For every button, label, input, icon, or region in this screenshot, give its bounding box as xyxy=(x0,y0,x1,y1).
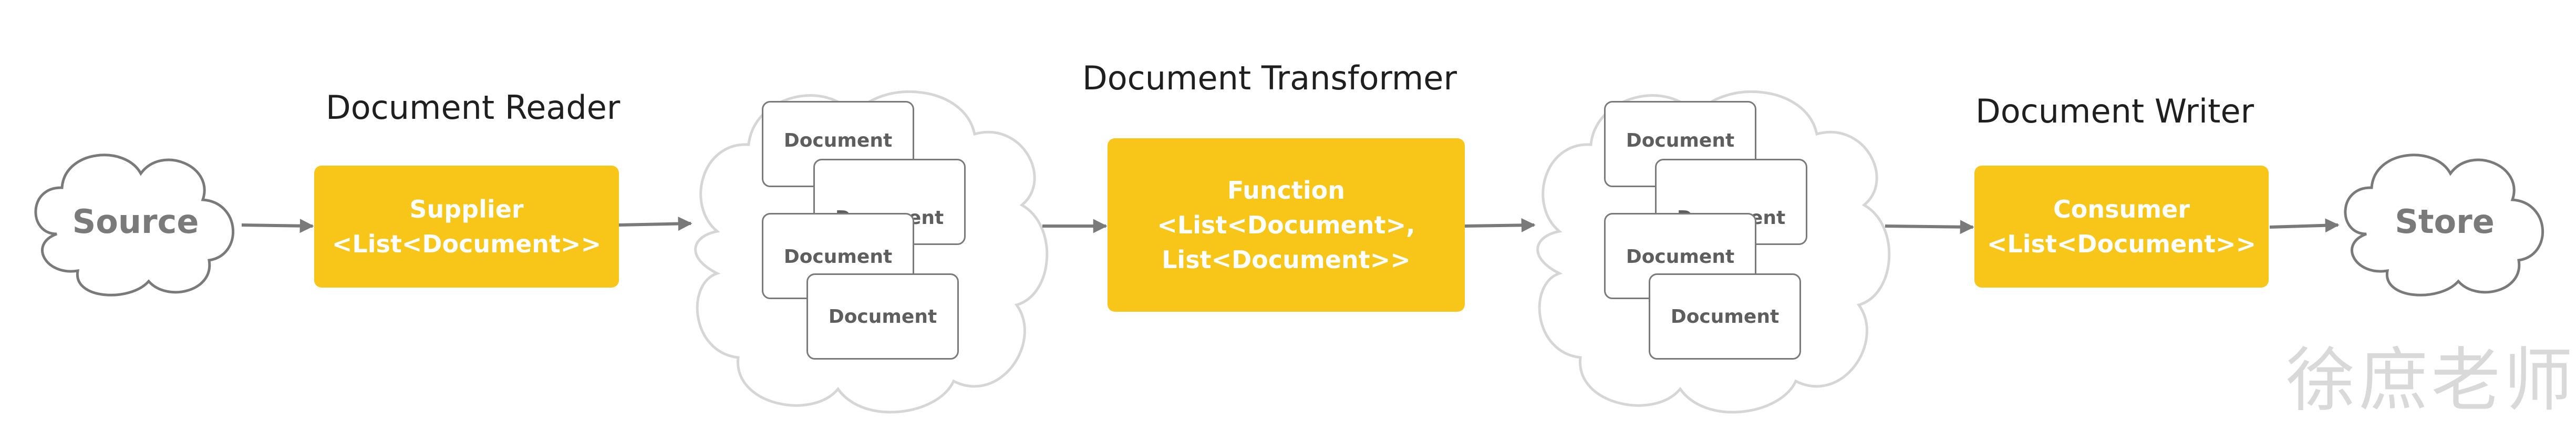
writer-type: <List<Document>> xyxy=(1987,230,2257,258)
transformer-title: Document Transformer xyxy=(1082,59,1457,97)
document-card: Document xyxy=(806,273,959,360)
document-transformer-box: Function <List<Document>, List<Document>… xyxy=(1108,138,1465,312)
arrow-writer-to-store xyxy=(2269,218,2340,233)
writer-interface: Consumer xyxy=(2053,195,2190,223)
arrow-transformer-to-cloud xyxy=(1464,218,1536,232)
writer-title: Document Writer xyxy=(1975,92,2254,130)
arrow-cloud-to-writer xyxy=(1885,220,1974,234)
reader-type: <List<Document>> xyxy=(332,230,602,258)
document-card: Document xyxy=(1649,273,1801,360)
transformer-output-type: List<Document>> xyxy=(1162,246,1411,274)
reader-interface: Supplier xyxy=(409,195,524,223)
store-label: Store xyxy=(2395,202,2495,241)
watermark: 徐庶老师 xyxy=(2286,340,2576,421)
transformer-input-type: <List<Document>, xyxy=(1157,211,1415,239)
source-label: Source xyxy=(72,202,199,241)
reader-title: Document Reader xyxy=(326,88,620,127)
document-reader-box: Supplier <List<Document>> xyxy=(314,166,619,288)
arrow-source-to-reader xyxy=(241,219,314,233)
transformer-interface: Function xyxy=(1227,176,1345,205)
document-writer-box: Consumer <List<Document>> xyxy=(1974,166,2269,288)
arrow-reader-to-cloud xyxy=(618,217,692,231)
